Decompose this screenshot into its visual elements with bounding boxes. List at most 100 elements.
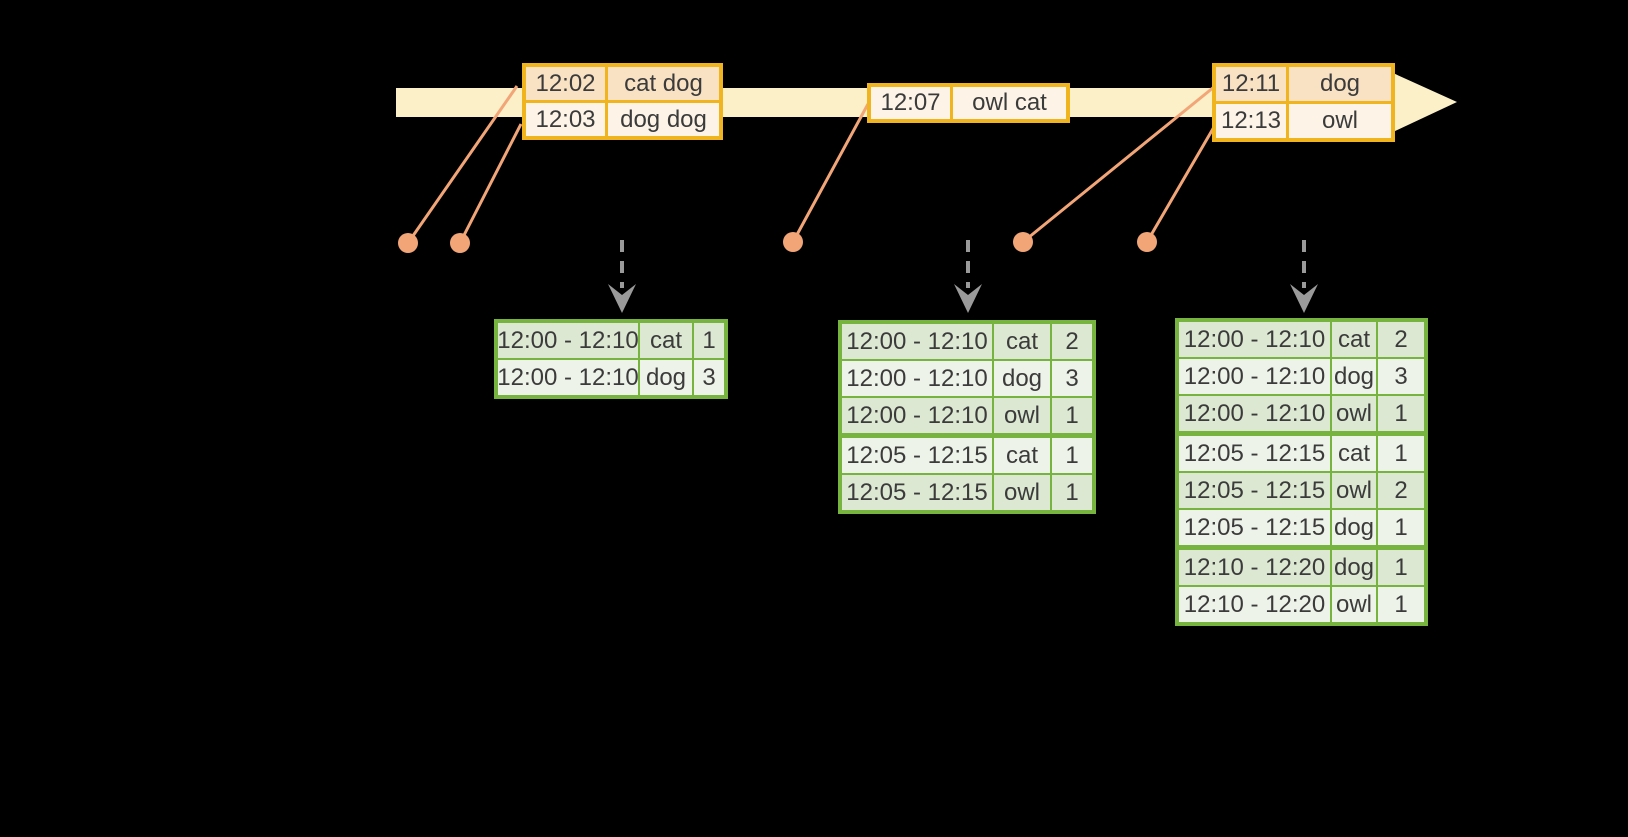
word-cell: dog xyxy=(640,360,692,395)
window-cell: 12:10 - 12:20 xyxy=(1179,550,1330,585)
count-cell: 3 xyxy=(1378,359,1424,394)
event-marker-dot xyxy=(1137,232,1157,252)
word-cell: dog xyxy=(994,361,1050,396)
event-marker-dot xyxy=(398,233,418,253)
trigger-arrowhead-icon xyxy=(1290,284,1318,313)
event-connector-line xyxy=(406,85,519,244)
trigger-arrowhead-icon xyxy=(608,284,636,313)
event-marker-dot xyxy=(1013,232,1033,252)
count-cell: 1 xyxy=(694,323,724,358)
count-cell: 3 xyxy=(1052,361,1092,396)
event-connector-lines xyxy=(406,85,1216,244)
word-cell: owl xyxy=(1332,396,1376,431)
event-time-cell: 12:13 xyxy=(1216,104,1286,138)
word-cell: cat xyxy=(994,324,1050,359)
word-cell: cat xyxy=(994,438,1050,473)
word-cell: dog xyxy=(1332,510,1376,545)
count-cell: 2 xyxy=(1378,473,1424,508)
trigger-arrow xyxy=(608,240,636,313)
count-cell: 2 xyxy=(1052,324,1092,359)
window-cell: 12:00 - 12:10 xyxy=(1179,396,1330,431)
event-marker-dot xyxy=(450,233,470,253)
event-connector-line xyxy=(791,103,870,243)
count-cell: 1 xyxy=(1378,510,1424,545)
count-cell: 1 xyxy=(1052,475,1092,510)
window-cell: 12:00 - 12:10 xyxy=(1179,322,1330,357)
event-connector-line xyxy=(458,123,523,244)
count-cell: 3 xyxy=(694,360,724,395)
count-cell: 2 xyxy=(1378,322,1424,357)
window-cell: 12:05 - 12:15 xyxy=(1179,510,1330,545)
event-marker-dots xyxy=(398,232,1157,253)
timeline-arrowhead-icon xyxy=(1393,73,1457,132)
event-words-cell: dog dog xyxy=(608,103,719,136)
word-cell: dog xyxy=(1332,359,1376,394)
event-words-cell: cat dog xyxy=(608,67,719,100)
event-time-cell: 12:07 xyxy=(871,87,950,119)
window-cell: 12:00 - 12:10 xyxy=(497,323,639,358)
event-marker-dot xyxy=(783,232,803,252)
word-cell: cat xyxy=(1332,322,1376,357)
trigger-arrow xyxy=(954,240,982,313)
window-cell: 12:00 - 12:10 xyxy=(842,361,992,396)
window-cell: 12:00 - 12:10 xyxy=(497,360,639,395)
word-cell: owl xyxy=(994,398,1050,433)
window-cell: 12:05 - 12:15 xyxy=(842,438,992,473)
window-cell: 12:10 - 12:20 xyxy=(1179,587,1330,622)
event-connector-line xyxy=(1022,85,1215,244)
count-cell: 1 xyxy=(1052,438,1092,473)
trigger-arrowhead-icon xyxy=(954,284,982,313)
window-cell: 12:05 - 12:15 xyxy=(1179,436,1330,471)
word-cell: cat xyxy=(640,323,692,358)
event-time-cell: 12:11 xyxy=(1216,67,1286,101)
window-cell: 12:05 - 12:15 xyxy=(1179,473,1330,508)
window-cell: 12:00 - 12:10 xyxy=(842,324,992,359)
trigger-arrows xyxy=(608,240,1318,313)
count-cell: 1 xyxy=(1378,587,1424,622)
event-time-cell: 12:03 xyxy=(526,103,605,136)
count-cell: 1 xyxy=(1052,398,1092,433)
event-words-cell: dog xyxy=(1289,67,1391,101)
event-time-cell: 12:02 xyxy=(526,67,605,100)
count-cell: 1 xyxy=(1378,550,1424,585)
count-cell: 1 xyxy=(1378,396,1424,431)
event-connector-line xyxy=(1145,126,1216,243)
event-words-cell: owl xyxy=(1289,104,1391,138)
trigger-arrow xyxy=(1290,240,1318,313)
window-cell: 12:00 - 12:10 xyxy=(1179,359,1330,394)
window-cell: 12:05 - 12:15 xyxy=(842,475,992,510)
count-cell: 1 xyxy=(1378,436,1424,471)
word-cell: owl xyxy=(1332,587,1376,622)
word-cell: cat xyxy=(1332,436,1376,471)
word-cell: owl xyxy=(1332,473,1376,508)
window-cell: 12:00 - 12:10 xyxy=(842,398,992,433)
word-cell: dog xyxy=(1332,550,1376,585)
